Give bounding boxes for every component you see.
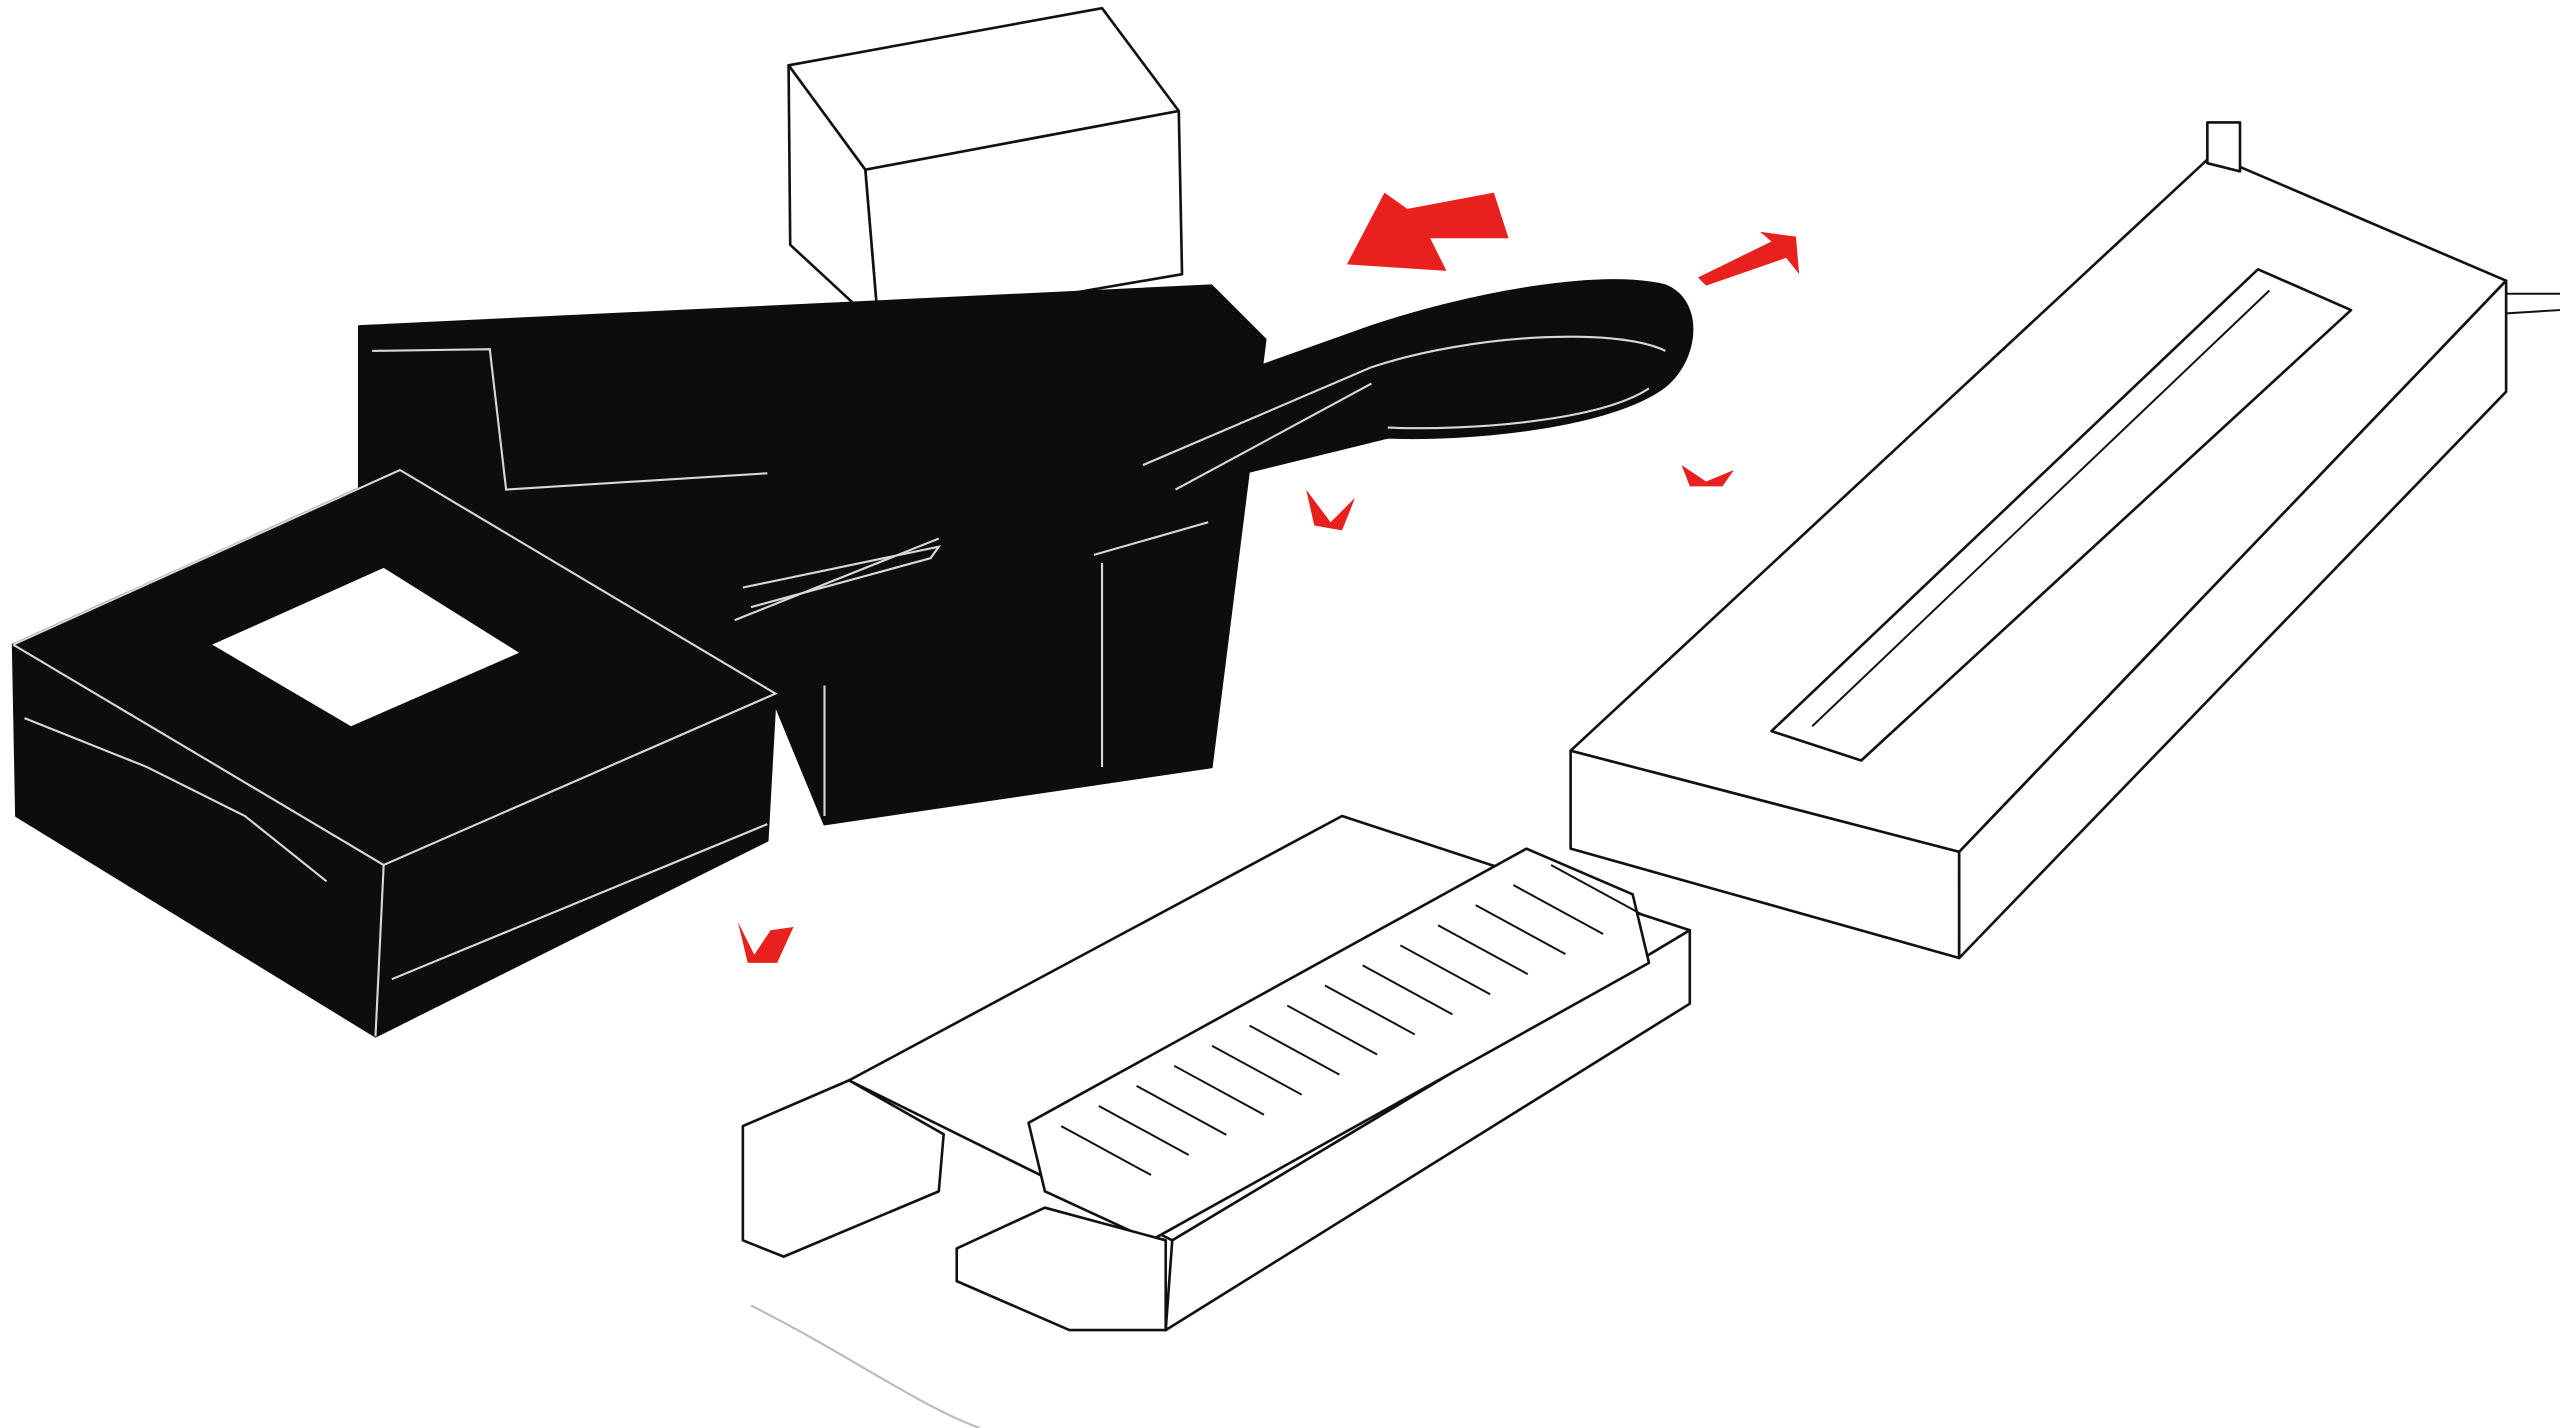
tray-rib [1437,924,1529,976]
back-black-block [357,284,1267,826]
long-white-frame [1569,121,2560,960]
tray-rib [1173,1064,1265,1116]
tray-rib [1286,1004,1378,1056]
tray-rib [1475,904,1566,955]
front-black-block [11,468,778,1038]
lower-white-tray [741,814,1692,1428]
white-square-opening [212,567,520,727]
tray-rib [1399,944,1491,996]
red-marker-icons [737,231,1800,963]
lever-handle [717,279,1694,655]
tray-rib [1324,984,1416,1036]
tray-rib [1211,1044,1303,1096]
tray-rib [1512,884,1604,935]
tray-rib [1136,1085,1227,1136]
tray-rib [1362,964,1453,1016]
red-arrow-icon [1346,192,1509,271]
tray-rib [1098,1105,1190,1156]
tray-rib [1249,1024,1340,1076]
tray-rib [1060,1125,1152,1176]
small-white-block [787,6,1184,328]
tray-rib [1550,864,1642,915]
